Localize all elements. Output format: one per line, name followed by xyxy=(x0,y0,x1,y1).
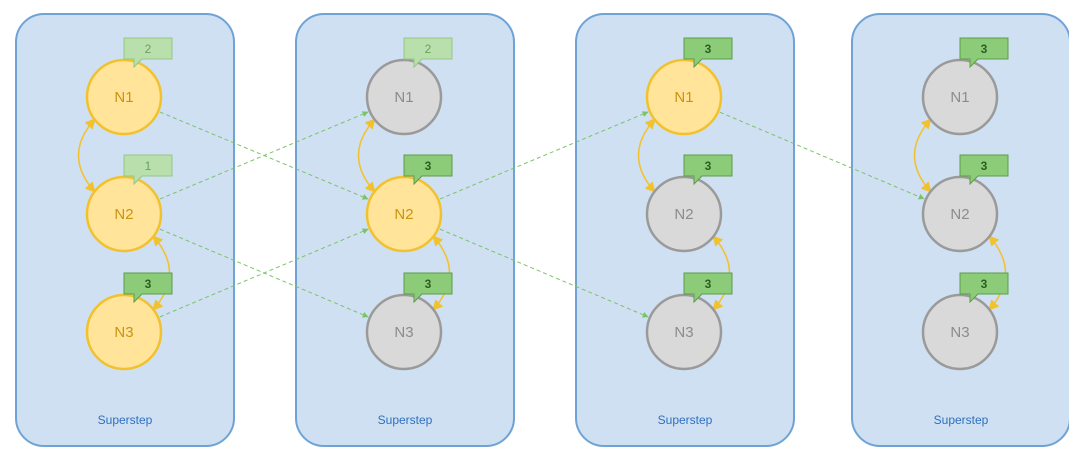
speech-bubble-icon xyxy=(403,272,453,304)
vertex-node: N2 3 xyxy=(921,154,1009,253)
vertex-circle xyxy=(365,293,443,371)
vertex-label: N3 xyxy=(394,324,413,341)
value-badge: 3 xyxy=(959,272,1009,304)
vertex-value: 3 xyxy=(981,277,988,291)
vertex-circle xyxy=(921,175,999,253)
vertex-node: N3 3 xyxy=(85,272,173,371)
value-badge: 2 xyxy=(403,37,453,69)
superstep-label: Superstep xyxy=(658,413,713,427)
graph-edge xyxy=(77,118,96,193)
vertex-label: N3 xyxy=(674,324,693,341)
vertex-label: N2 xyxy=(114,206,133,223)
speech-bubble-icon xyxy=(123,154,173,186)
message-arrow xyxy=(439,228,649,318)
value-badge: 1 xyxy=(123,154,173,186)
value-badge: 3 xyxy=(123,272,173,304)
vertex-label: N1 xyxy=(394,89,413,106)
speech-bubble-icon xyxy=(403,37,453,69)
superstep-label: Superstep xyxy=(98,413,153,427)
value-badge: 3 xyxy=(403,154,453,186)
vertex-circle xyxy=(365,175,443,253)
vertex-circle xyxy=(365,58,443,136)
vertex-label: N1 xyxy=(950,89,969,106)
message-arrow xyxy=(159,111,369,200)
value-badge: 3 xyxy=(959,154,1009,186)
vertex-circle xyxy=(645,58,723,136)
vertex-node: N2 3 xyxy=(645,154,733,253)
vertex-circle xyxy=(645,175,723,253)
vertex-node: N1 2 xyxy=(365,37,453,136)
vertex-label: N2 xyxy=(950,206,969,223)
vertex-circle xyxy=(85,175,163,253)
message-arrow xyxy=(159,228,369,318)
vertex-value: 3 xyxy=(981,159,988,173)
value-badge: 3 xyxy=(683,272,733,304)
messages-layer xyxy=(159,111,925,318)
value-badge: 3 xyxy=(403,272,453,304)
value-badge: 3 xyxy=(683,154,733,186)
vertex-node: N3 3 xyxy=(645,272,733,371)
vertex-value: 2 xyxy=(145,42,152,56)
vertex-circle xyxy=(921,293,999,371)
speech-bubble-icon xyxy=(123,272,173,304)
vertex-label: N2 xyxy=(674,206,693,223)
vertex-circle xyxy=(85,293,163,371)
graph-edge xyxy=(913,118,932,193)
vertex-label: N1 xyxy=(674,89,693,106)
vertex-label: N1 xyxy=(114,89,133,106)
value-badge: 2 xyxy=(123,37,173,69)
speech-bubble-icon xyxy=(959,154,1009,186)
speech-bubble-icon xyxy=(683,272,733,304)
value-badge: 3 xyxy=(959,37,1009,69)
vertex-value: 1 xyxy=(145,159,152,173)
vertex-value: 3 xyxy=(705,42,712,56)
value-badge: 3 xyxy=(683,37,733,69)
superstep-label: Superstep xyxy=(934,413,989,427)
vertex-node: N2 3 xyxy=(365,154,453,253)
vertex-value: 2 xyxy=(425,42,432,56)
panels-layer: Superstep Superstep Superstep Superstep xyxy=(15,13,1069,447)
vertex-label: N3 xyxy=(950,324,969,341)
vertex-circle xyxy=(645,293,723,371)
vertex-value: 3 xyxy=(981,42,988,56)
vertex-node: N3 3 xyxy=(921,272,1009,371)
vertex-value: 3 xyxy=(145,277,152,291)
vertex-value: 3 xyxy=(705,277,712,291)
vertex-value: 3 xyxy=(705,159,712,173)
message-arrow xyxy=(439,111,649,200)
vertex-label: N2 xyxy=(394,206,413,223)
vertex-circle xyxy=(85,58,163,136)
vertex-node: N1 3 xyxy=(645,37,733,136)
vertex-node: N2 1 xyxy=(85,154,173,253)
speech-bubble-icon xyxy=(403,154,453,186)
vertex-value: 3 xyxy=(425,159,432,173)
vertex-value: 3 xyxy=(425,277,432,291)
message-arrow xyxy=(719,111,925,200)
vertex-node: N1 2 xyxy=(85,37,173,136)
speech-bubble-icon xyxy=(123,37,173,69)
vertex-label: N3 xyxy=(114,324,133,341)
vertex-node: N3 3 xyxy=(365,272,453,371)
speech-bubble-icon xyxy=(683,154,733,186)
vertex-node: N1 3 xyxy=(921,37,1009,136)
graph-edge xyxy=(357,118,376,193)
superstep-label: Superstep xyxy=(378,413,433,427)
speech-bubble-icon xyxy=(683,37,733,69)
graph-edge xyxy=(637,118,656,193)
speech-bubble-icon xyxy=(959,272,1009,304)
vertex-circle xyxy=(921,58,999,136)
speech-bubble-icon xyxy=(959,37,1009,69)
